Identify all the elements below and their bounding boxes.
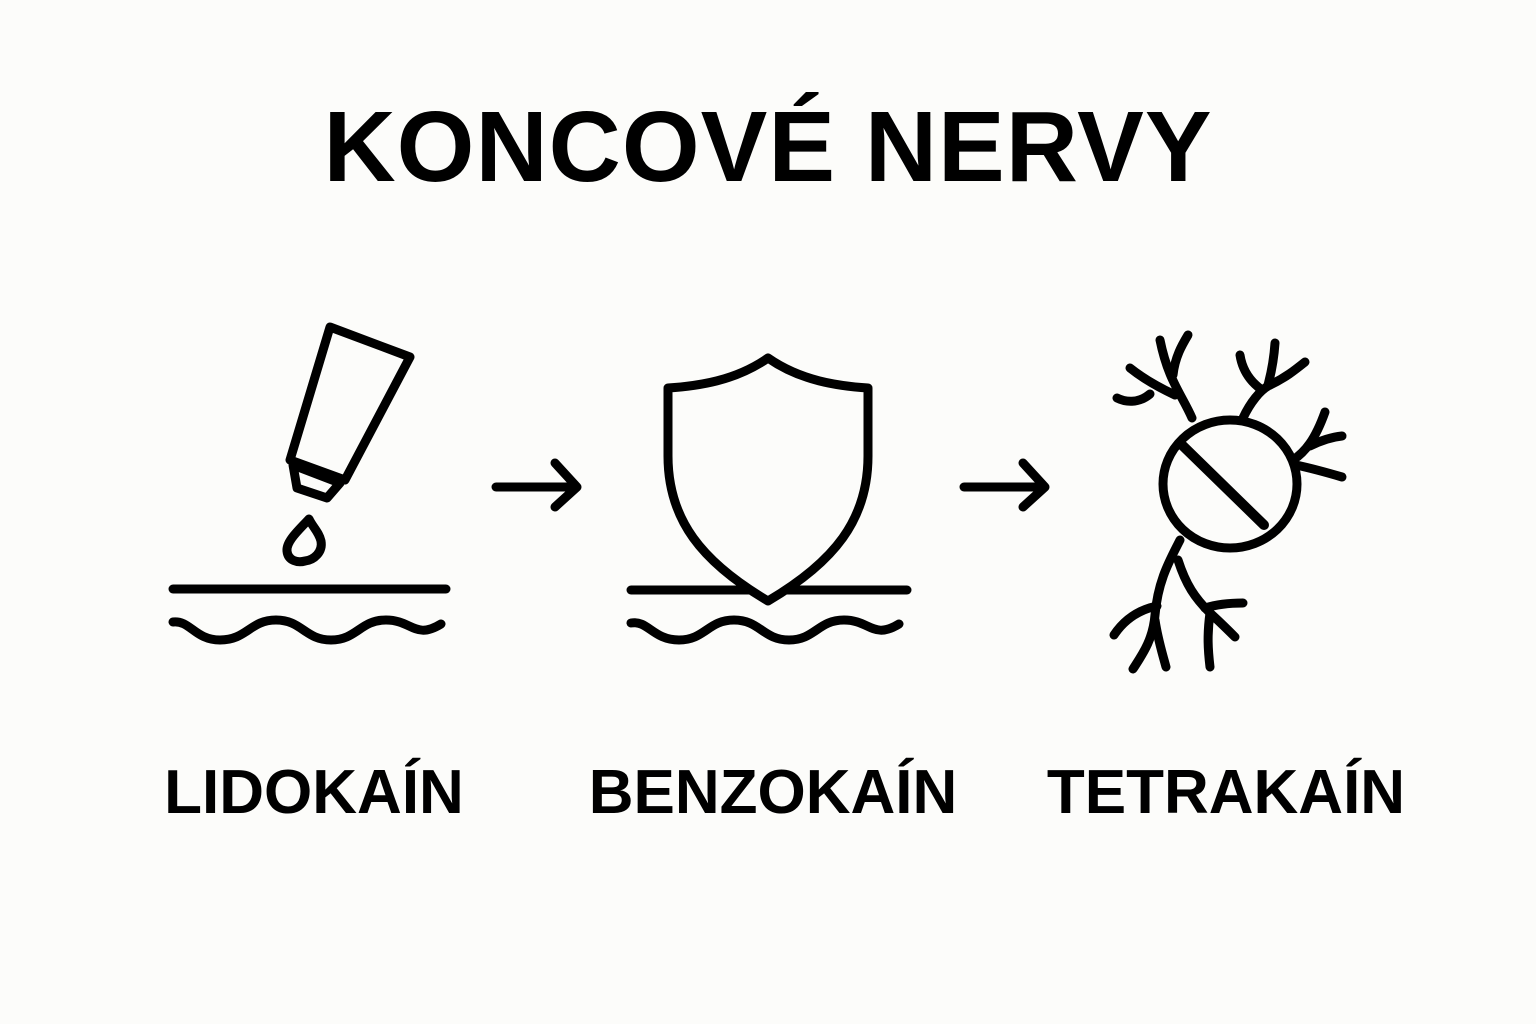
diagram-title: KONCOVÉ NERVY xyxy=(323,91,1213,203)
skin-icon xyxy=(168,584,451,645)
shield-icon xyxy=(663,353,873,606)
cell-body-icon xyxy=(1158,415,1302,553)
ointment-tube-drop-on-skin-icon xyxy=(168,322,451,645)
step-label-benzokain: BENZOKAÍN xyxy=(588,758,958,827)
drop-icon xyxy=(282,514,326,567)
shield-on-skin-icon xyxy=(626,353,912,645)
block-slash-icon xyxy=(1177,440,1269,530)
arrow-right-icon xyxy=(959,458,1050,512)
step-label-tetrakain: TETRAKAÍN xyxy=(1046,758,1406,827)
arrow-right-icon xyxy=(491,458,582,512)
step-label-lidokain: LIDOKAÍN xyxy=(164,758,464,827)
blocked-nerve-cell-icon xyxy=(1109,330,1347,674)
tube-icon xyxy=(285,322,415,503)
dendrites-icon xyxy=(1109,330,1347,674)
